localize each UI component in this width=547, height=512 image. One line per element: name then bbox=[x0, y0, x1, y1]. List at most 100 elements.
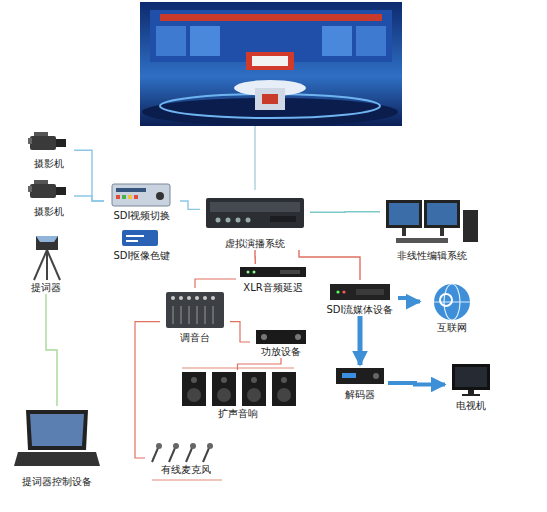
device-label: 提词器 bbox=[22, 282, 70, 294]
mixer-icon bbox=[213, 306, 214, 324]
audio-delay-icon bbox=[240, 267, 306, 277]
prompter-icon bbox=[36, 236, 58, 250]
mixer-icon bbox=[205, 306, 206, 324]
switcher-icon bbox=[112, 184, 170, 206]
camera-icon bbox=[28, 132, 66, 150]
studio-illustration bbox=[255, 88, 285, 110]
wire bbox=[152, 126, 294, 480]
device-node: 互联网 bbox=[420, 280, 484, 334]
device-node: 提词器 bbox=[22, 232, 70, 294]
device-label: SDI抠像色键 bbox=[104, 250, 180, 262]
wire bbox=[254, 126, 255, 190]
device-node: 摄影机 bbox=[24, 174, 74, 218]
mixer-icon bbox=[166, 292, 224, 328]
amplifier-icon bbox=[256, 330, 306, 344]
device-node: 非线性编辑系统 bbox=[380, 194, 484, 262]
editing-station-icon bbox=[402, 228, 406, 236]
laptop-icon bbox=[30, 414, 84, 446]
editing-station-icon bbox=[396, 238, 448, 243]
microphone-icon bbox=[173, 443, 179, 449]
camera-icon bbox=[56, 139, 66, 147]
laptop-icon bbox=[14, 410, 100, 466]
mixer-icon bbox=[171, 296, 175, 300]
camera-icon bbox=[28, 186, 32, 192]
streaming-device-icon bbox=[330, 284, 390, 300]
wire bbox=[152, 480, 222, 481]
streaming-device-icon bbox=[336, 290, 339, 293]
connector bbox=[74, 196, 104, 201]
editing-station-icon bbox=[463, 210, 478, 242]
device-label: 调音台 bbox=[160, 332, 230, 344]
connector bbox=[254, 250, 256, 264]
switcher-icon bbox=[156, 192, 164, 200]
mixer-icon bbox=[173, 306, 174, 324]
studio-illustration bbox=[322, 26, 352, 56]
streaming-device-icon bbox=[342, 290, 345, 293]
microphone-icon bbox=[152, 443, 213, 462]
virtual-studio-icon bbox=[206, 198, 304, 228]
connector bbox=[46, 294, 57, 406]
decoder-icon bbox=[336, 368, 384, 384]
mixer-icon bbox=[181, 306, 182, 324]
tv-icon bbox=[452, 364, 490, 396]
decoder-icon bbox=[342, 373, 356, 378]
keyer-icon bbox=[122, 230, 158, 246]
switcher-icon bbox=[112, 184, 170, 206]
studio-illustration bbox=[140, 2, 402, 126]
switcher-icon bbox=[128, 195, 132, 199]
camera-icon bbox=[28, 180, 66, 198]
speaker-icon bbox=[247, 388, 261, 402]
speaker-icon bbox=[191, 377, 197, 383]
device-label: 虚拟演播系统 bbox=[200, 238, 310, 250]
amplifier-icon bbox=[295, 334, 301, 340]
virtual-studio-icon bbox=[236, 218, 241, 223]
virtual-studio-icon bbox=[206, 198, 304, 228]
keyer-icon bbox=[122, 230, 158, 246]
connector bbox=[299, 250, 360, 280]
mixer-icon bbox=[166, 292, 224, 328]
editing-station-icon bbox=[427, 203, 457, 225]
microphone-icon bbox=[186, 448, 192, 462]
streaming-device-icon bbox=[330, 284, 390, 300]
decoder-icon bbox=[373, 373, 379, 379]
audio-delay-icon bbox=[247, 271, 250, 274]
prompter-icon bbox=[34, 236, 60, 280]
device-label: 摄影机 bbox=[24, 206, 74, 218]
prompter-icon bbox=[47, 250, 60, 280]
laptop-icon bbox=[26, 410, 88, 450]
switcher-icon bbox=[116, 195, 120, 199]
globe-icon bbox=[440, 294, 452, 306]
amplifier-icon bbox=[256, 330, 306, 344]
microphone-icon bbox=[203, 448, 209, 462]
audio-delay-icon bbox=[280, 270, 300, 274]
device-label: 互联网 bbox=[420, 322, 484, 334]
connector bbox=[398, 298, 420, 302]
audio-delay-icon bbox=[240, 267, 306, 277]
prompter-icon bbox=[46, 250, 48, 280]
device-node: 调音台 bbox=[160, 288, 230, 344]
speaker-icon bbox=[217, 388, 231, 402]
tv-icon bbox=[455, 367, 487, 387]
decoder-icon bbox=[336, 368, 384, 384]
studio-illustration bbox=[190, 26, 220, 56]
audio-delay-icon bbox=[253, 271, 256, 274]
prompter-icon bbox=[34, 250, 47, 280]
editing-station-icon bbox=[440, 228, 444, 236]
virtual-studio-icon bbox=[270, 216, 296, 222]
device-label: 电视机 bbox=[445, 400, 497, 412]
tv-icon bbox=[462, 394, 480, 396]
camera-icon bbox=[28, 138, 32, 144]
microphone-icon bbox=[190, 443, 196, 449]
mixer-icon bbox=[189, 306, 190, 324]
device-node: 提词器控制设备 bbox=[10, 406, 104, 488]
mixer-icon bbox=[197, 306, 198, 324]
speaker-icon bbox=[221, 377, 227, 383]
camera-icon bbox=[30, 136, 56, 150]
studio-illustration bbox=[252, 56, 288, 66]
camera-icon bbox=[34, 180, 48, 184]
mixer-icon bbox=[211, 296, 215, 300]
camera-icon bbox=[56, 187, 66, 195]
device-node: 摄影机 bbox=[24, 126, 74, 170]
device-label: 提词器控制设备 bbox=[10, 476, 104, 488]
virtual-studio-icon bbox=[216, 218, 221, 223]
